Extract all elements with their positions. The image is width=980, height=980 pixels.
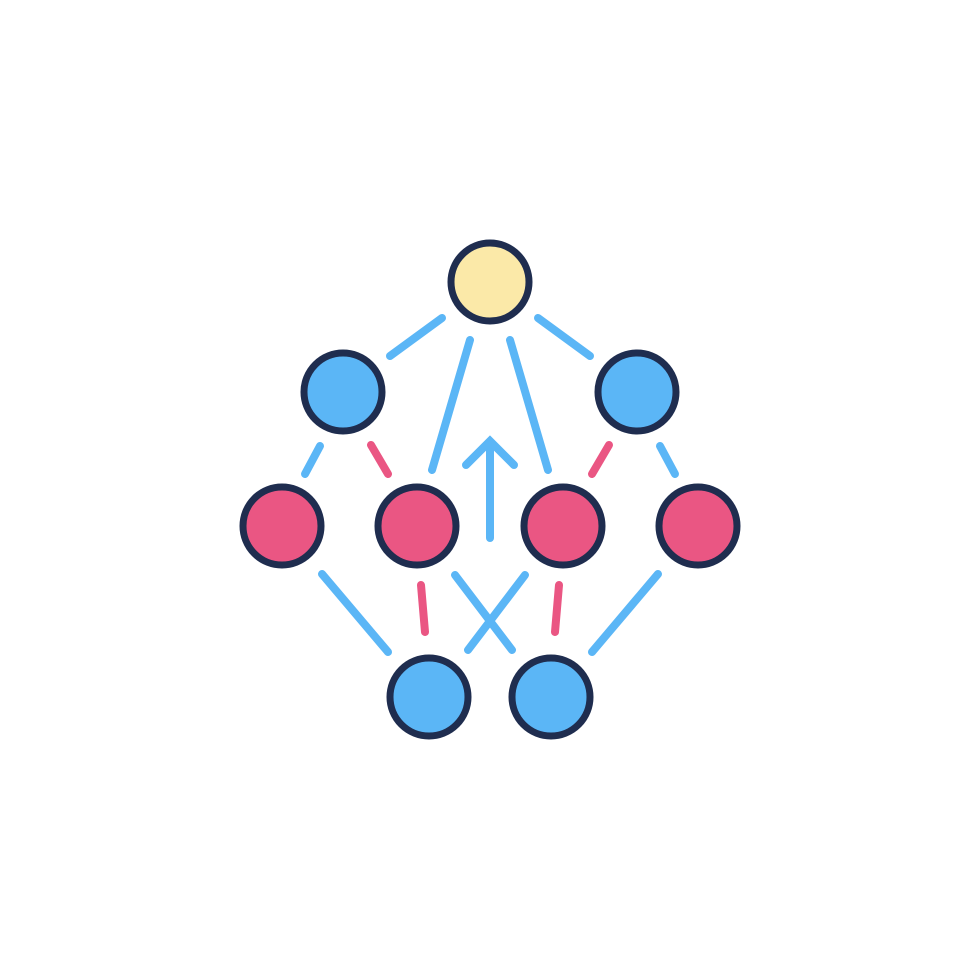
edge-inner-left-to-bottom-right [451, 571, 516, 654]
edge-root-to-right-blue [534, 314, 594, 360]
edge-root-to-inner-left [428, 336, 474, 474]
right-blue-node [594, 349, 680, 435]
up-arrow-head [462, 435, 518, 469]
edge-left-blue-to-inner-left [367, 441, 392, 478]
edge-outer-left-to-bottom-left [318, 570, 392, 656]
edge-right-blue-to-inner-right [588, 441, 613, 478]
edge-root-to-left-blue [386, 314, 446, 360]
up-arrow-icon [462, 435, 518, 542]
edge-left-blue-to-outer-left [301, 442, 324, 478]
root-node [447, 239, 533, 325]
nodes [239, 239, 741, 740]
edge-right-blue-to-outer-right [656, 442, 679, 478]
outer-right-pink-node [655, 483, 741, 569]
edges [301, 314, 679, 656]
outer-left-pink-node [239, 483, 325, 569]
edge-outer-right-to-bottom-right [588, 570, 662, 656]
bottom-left-blue-node [386, 654, 472, 740]
edge-root-to-inner-right [506, 336, 552, 474]
inner-right-pink-node [520, 483, 606, 569]
edge-inner-right-to-bottom-right [551, 581, 563, 636]
bottom-right-blue-node [508, 654, 594, 740]
left-blue-node [300, 349, 386, 435]
edge-inner-right-to-bottom-left [464, 571, 529, 654]
inner-left-pink-node [374, 483, 460, 569]
edge-inner-left-to-bottom-left [417, 581, 429, 636]
